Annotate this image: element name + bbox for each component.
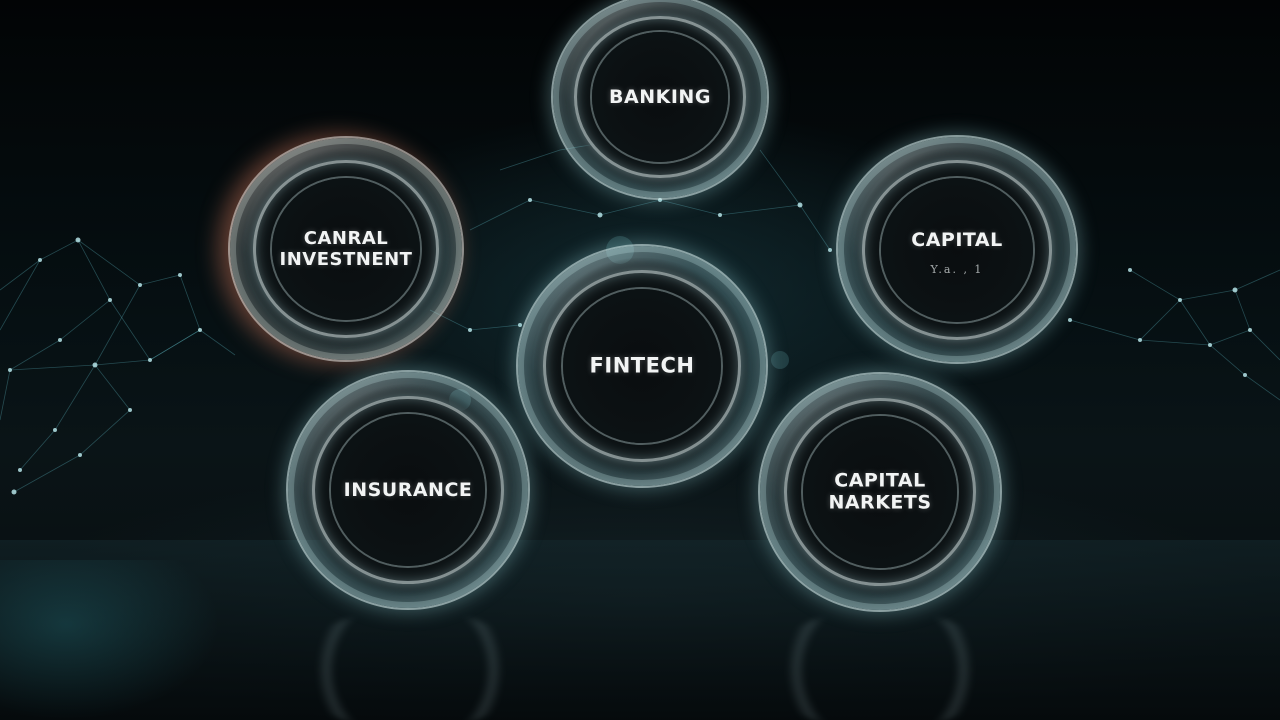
capital-narkets-line1: CAPITAL bbox=[834, 469, 926, 492]
canral-investnent-line1: CANRAL bbox=[303, 227, 389, 249]
canral-investnent-line2: INVESTNENT bbox=[279, 249, 413, 270]
floor-glow bbox=[0, 560, 220, 720]
capital-narkets-ring-reflection bbox=[760, 610, 1000, 720]
capital-narkets-ring[interactable]: CAPITAL NARKETS bbox=[760, 374, 1000, 610]
insurance-ring-reflection bbox=[290, 610, 530, 720]
canral-investnent-label: CANRAL INVESTNENT bbox=[230, 228, 462, 270]
banking-ring[interactable]: BANKING bbox=[553, 0, 767, 198]
capital-sublabel: Y.a. , 1 bbox=[930, 263, 984, 276]
insurance-label: INSURANCE bbox=[343, 478, 473, 501]
reflective-floor bbox=[0, 540, 1280, 720]
capital-narkets-line2: NARKETS bbox=[828, 492, 932, 514]
canral-investnent-ring[interactable]: CANRAL INVESTNENT bbox=[230, 138, 462, 360]
banking-label: BANKING bbox=[609, 85, 711, 108]
fintech-ring[interactable]: FINTECH bbox=[518, 246, 766, 486]
capital-narkets-label: CAPITAL NARKETS bbox=[760, 470, 1000, 515]
insurance-ring[interactable]: INSURANCE bbox=[288, 372, 528, 608]
capital-label: CAPITAL bbox=[911, 228, 1003, 251]
capital-ring[interactable]: CAPITAL Y.a. , 1 bbox=[838, 137, 1076, 362]
fintech-label: FINTECH bbox=[589, 353, 695, 378]
